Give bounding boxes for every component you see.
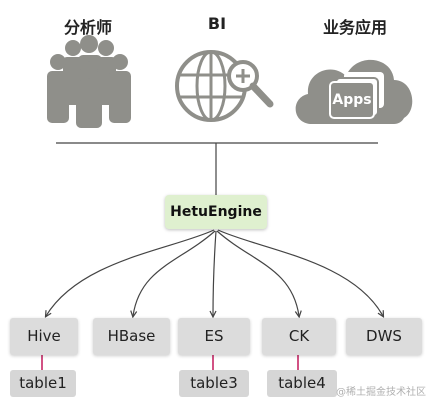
target-hbase: HBase: [93, 318, 170, 355]
arrow-to-es: [213, 230, 217, 316]
cloud-apps-icon: [295, 59, 413, 124]
people-group-icon: [47, 35, 131, 128]
engine-arrows: [46, 229, 383, 316]
arrow-to-ck: [216, 230, 299, 316]
target-ck: CK: [262, 318, 336, 355]
consumer-label-business-apps: 业务应用: [322, 18, 387, 37]
watermark: @稀土掘金技术社区: [336, 387, 426, 398]
globe-search-icon: [175, 50, 274, 122]
table-tag-table4: table4: [267, 370, 337, 397]
arrow-to-dws: [217, 229, 383, 316]
arrow-to-hive: [46, 229, 215, 316]
table-tag-table3: table3: [179, 370, 249, 397]
apps-text: Apps: [332, 92, 371, 108]
target-es: ES: [178, 318, 250, 355]
consumer-label-analyst: 分析师: [63, 18, 112, 37]
table-tag-table1: table1: [10, 370, 76, 397]
arrow-to-hbase: [133, 230, 216, 316]
hetuengine-box: HetuEngine: [165, 195, 267, 229]
consumer-label-bi: BI: [207, 14, 227, 33]
target-hive: Hive: [10, 318, 78, 355]
target-dws: DWS: [346, 318, 422, 355]
